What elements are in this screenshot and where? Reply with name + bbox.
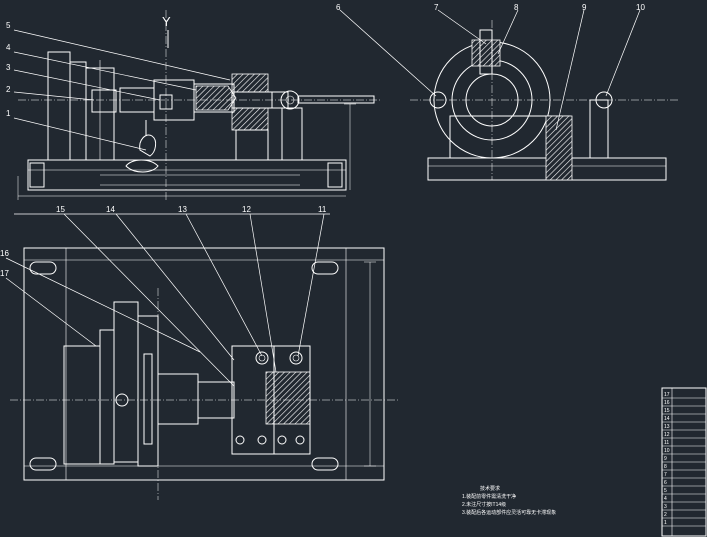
part-label-9: 9 [582,3,587,12]
part-label-16: 16 [0,249,9,258]
title-block-row-number: 14 [664,416,670,422]
title-block: 17 16 15 14 13 12 11 10 9 8 7 6 5 4 3 2 1 [661,387,707,537]
part-label-2: 2 [6,85,11,94]
title-block-row-number: 10 [664,448,670,454]
part-label-1: 1 [6,109,11,118]
title-block-row-number: 2 [664,512,667,518]
title-block-row-number: 15 [664,408,670,414]
title-block-row-number: 7 [664,472,667,478]
notes-title: 技术要求 [480,485,500,492]
title-block-row-number: 9 [664,456,667,462]
title-block-row-number: 13 [664,424,670,430]
view-arrow: Y [162,14,171,48]
part-label-8: 8 [514,3,519,12]
title-block-row-number: 16 [664,400,670,406]
part-label-14: 14 [106,205,115,214]
front-view [17,10,380,200]
part-label-7: 7 [434,3,439,12]
side-view [410,20,680,181]
title-block-row-number: 12 [664,432,670,438]
part-label-13: 13 [178,205,187,214]
technical-notes: 技术要求 1.装配前零件需清洗干净 2.未注尺寸按IT14级 3.装配后各运动部… [462,485,556,516]
part-label-3: 3 [6,63,11,72]
title-block-row-number: 6 [664,480,667,486]
title-block-row-number: 11 [664,440,669,446]
part-label-12: 12 [242,205,251,214]
part-label-6: 6 [336,3,341,12]
view-label-y: Y [162,14,171,29]
note-item-3: 3.装配后各运动部件应灵活可靠无卡滞现象 [462,509,556,516]
part-label-5: 5 [6,21,11,30]
title-block-row-number: 17 [664,392,670,398]
title-block-row-number: 8 [664,464,667,470]
title-block-row-number: 3 [664,504,667,510]
title-block-row-number: 1 [664,520,667,526]
part-label-4: 4 [6,43,11,52]
note-item-1: 1.装配前零件需清洗干净 [462,493,516,500]
top-view [10,247,400,500]
leaders [5,9,641,387]
part-label-10: 10 [636,3,645,12]
part-label-11: 11 [318,205,327,214]
part-label-17: 17 [0,269,9,278]
title-block-row-number: 4 [664,496,667,502]
part-numbers: 5 4 3 2 1 6 7 8 9 10 11 12 13 14 15 16 1… [0,3,645,278]
note-item-2: 2.未注尺寸按IT14级 [462,501,506,508]
title-block-row-number: 5 [664,488,667,494]
part-label-15: 15 [56,205,65,214]
